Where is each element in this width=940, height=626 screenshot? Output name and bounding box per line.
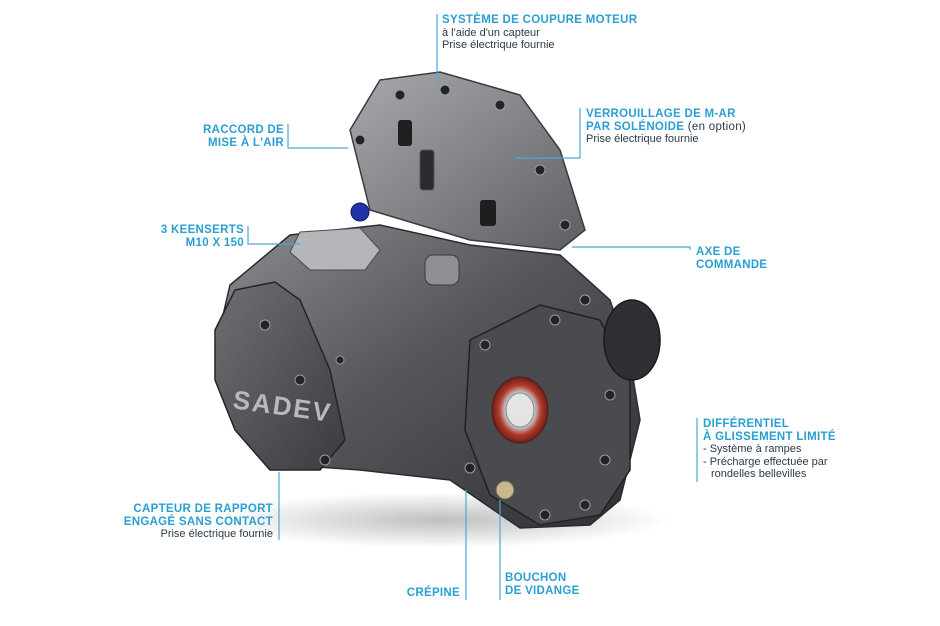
label-capteur-rapport: CAPTEUR DE RAPPORT ENGAGÉ SANS CONTACT P… [123, 503, 273, 540]
blue-plug [350, 202, 370, 222]
vent-fitting [398, 120, 412, 146]
label-crepine: CRÉPINE [406, 587, 460, 599]
label-axe-commande: AXE DE COMMANDE [696, 246, 768, 271]
keensert-pad [289, 227, 381, 271]
leader-axe [572, 246, 691, 250]
bolt-group [259, 84, 616, 521]
leader-keenserts [247, 226, 300, 245]
output-flange [603, 299, 661, 381]
output-bore [505, 392, 535, 428]
cutoff-sensor [419, 149, 435, 191]
leader-raccord [287, 124, 348, 149]
drain-plug [495, 480, 515, 500]
selector-shaft [424, 254, 460, 286]
label-raccord-mise-air: RACCORD DE MISE À L'AIR [203, 124, 284, 149]
solenoid-connector [480, 200, 496, 226]
label-systeme-coupure: SYSTÈME DE COUPURE MOTEUR à l'aide d'un … [442, 14, 638, 51]
leader-verrouillage [515, 108, 581, 159]
top-housing [349, 71, 586, 251]
label-verrouillage: VERROUILLAGE DE M-AR PAR SOLÉNOIDE (en o… [586, 108, 747, 145]
label-bouchon-vidange: BOUCHON DE VIDANGE [505, 572, 580, 597]
label-keenserts: 3 KEENSERTS M10 X 150 [160, 224, 244, 249]
bell-housing-face [214, 281, 346, 471]
label-differentiel: DIFFÉRENTIEL À GLISSEMENT LIMITÉ - Systè… [703, 418, 836, 480]
